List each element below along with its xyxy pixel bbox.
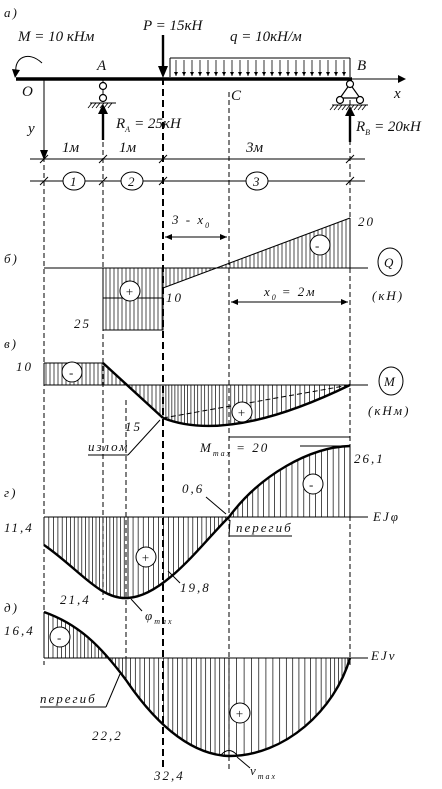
m-value-10: 10: [16, 359, 33, 374]
part-g-label: г): [4, 485, 17, 500]
y-axis-label: y: [26, 121, 35, 137]
v-value-16-4: 16,4: [4, 623, 35, 638]
section-lines: [43, 45, 351, 770]
force-arrowhead: [158, 66, 168, 78]
part-v-label: в): [4, 336, 18, 351]
m-unit: (кНм): [368, 403, 410, 418]
section-ticks: [39, 176, 355, 186]
v-symbol: EJv: [370, 648, 396, 663]
phi-max-label: φmax: [145, 608, 174, 626]
section-2-marker: [120, 171, 144, 191]
x-axis-arrowhead: [398, 75, 406, 83]
q-symbol: Q: [384, 255, 395, 270]
m-plus-sign: +: [237, 405, 248, 420]
part-d-label: д): [4, 600, 19, 615]
reaction-a-arrowhead: [98, 104, 108, 114]
phi-plus-sign: +: [141, 550, 152, 565]
m-max-label: Mmax= 20: [199, 440, 269, 458]
part-b-label: б): [4, 251, 19, 266]
beam-scheme: а) M = 10 кНм P = 15кН q = 10кН/м O A C …: [4, 5, 422, 191]
q-value-20: 20: [358, 214, 375, 229]
section-3-label: 3: [252, 174, 262, 189]
part-a-label: а): [4, 5, 19, 20]
v-minus-sign: -: [57, 630, 63, 645]
x-axis-label: x: [393, 86, 401, 102]
phi-value-26-1: 26,1: [354, 451, 385, 466]
moment-load-label: M = 10 кНм: [17, 29, 95, 45]
v-curve: [43, 610, 352, 758]
phi-symbol: EJφ: [372, 509, 400, 524]
dimension-1: 1м: [62, 140, 80, 156]
point-o-label: O: [22, 84, 33, 100]
phi-curve: [43, 444, 351, 600]
dimension-3: 3м: [245, 140, 264, 156]
support-b: [329, 79, 368, 111]
moment-arrow: [15, 55, 43, 73]
moment-arrowhead: [12, 69, 20, 78]
point-c-label: C: [231, 88, 242, 104]
q-three-minus-x0: 3 - x0: [171, 212, 211, 230]
reaction-b-arrowhead: [345, 106, 355, 116]
deflection-diagram: д) - + 16,4 22,2 32,4 vmax перегиб EJv: [4, 600, 396, 783]
phi-minus-sign: -: [309, 477, 315, 492]
y-axis-arrowhead: [40, 150, 48, 160]
m-symbol: M: [383, 374, 397, 389]
kink-label: излом: [88, 439, 129, 454]
force-load-label: P = 15кН: [142, 18, 204, 34]
inflection-label-v: перегиб: [40, 691, 97, 706]
q-x0-label: x0= 2м: [263, 284, 317, 302]
shear-force-diagram: б) + - 25 10 20 3 - x0 x0= 2м Q (кН): [4, 212, 404, 331]
q-unit: (кН): [372, 288, 404, 303]
inflection-label-phi: перегиб: [236, 520, 293, 535]
section-2-label: 2: [128, 174, 137, 189]
v-value-32-4: 32,4: [153, 768, 185, 783]
phi-value-11-4: 11,4: [4, 520, 34, 535]
dimension-ticks: [39, 154, 355, 164]
distributed-load-label: q = 10кН/м: [230, 29, 302, 45]
support-a: [87, 79, 116, 109]
dimension-2: 1м: [119, 140, 137, 156]
q-minus-sign: -: [315, 238, 321, 253]
reaction-a-label: RA= 25кН: [115, 116, 182, 134]
section-1-marker: [62, 171, 86, 191]
phi-value-21-4: 21,4: [60, 592, 91, 607]
reaction-b-label: RB= 20кН: [355, 119, 422, 137]
v-value-22-2: 22,2: [92, 728, 123, 743]
point-a-label: A: [96, 58, 107, 74]
q-value-10: 10: [166, 290, 183, 305]
q-value-25: 25: [74, 316, 91, 331]
m-parabola: [162, 383, 351, 428]
bending-moment-diagram: в) - + 10 15 Mmax= 20 излом M (кНм): [4, 336, 410, 458]
section-3-marker: [245, 171, 269, 191]
rotation-angle-diagram: г) + - 11,4 21,4 19,8 0,6 26,1 φmax пере…: [4, 444, 400, 626]
phi-value-19-8: 19,8: [180, 580, 211, 595]
distributed-load-arrows: [174, 60, 346, 76]
section-1-label: 1: [70, 174, 79, 189]
m-minus-sign: -: [69, 365, 75, 380]
m-value-15: 15: [125, 419, 142, 434]
phi-value-0-6: 0,6: [182, 481, 204, 496]
q-plus-sign: +: [125, 284, 136, 299]
m-kinked-line: [102, 362, 164, 419]
v-max-label: vmax: [250, 763, 277, 781]
point-b-label: B: [357, 58, 366, 74]
v-plus-sign: +: [235, 706, 246, 721]
